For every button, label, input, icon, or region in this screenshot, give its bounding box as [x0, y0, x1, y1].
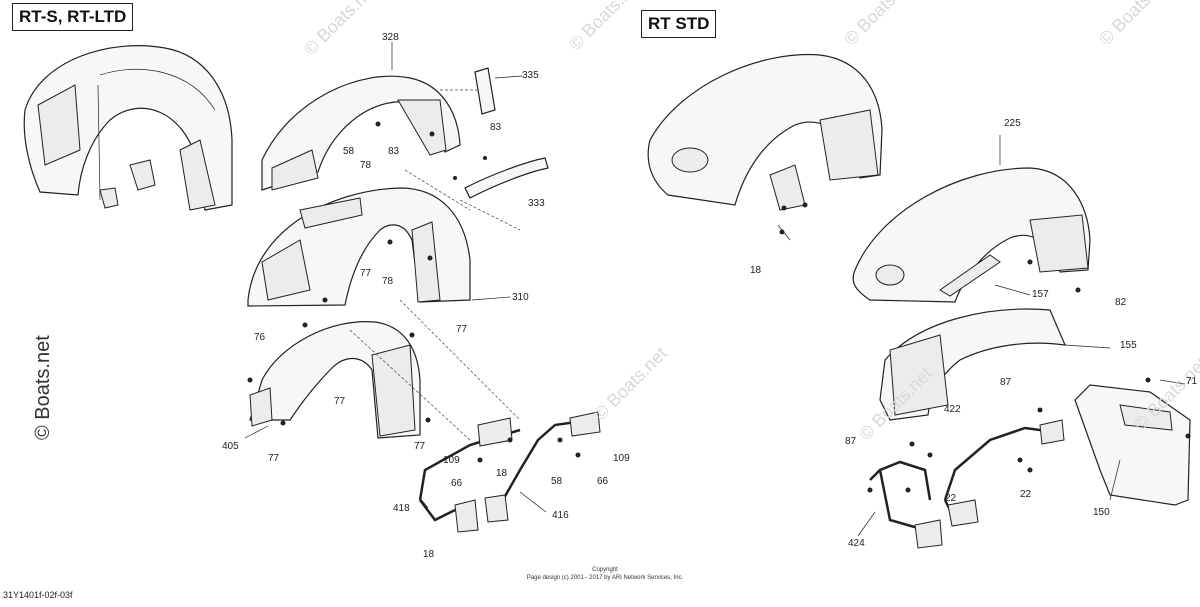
fender-rtstd-drawing	[647, 53, 883, 211]
part-callout[interactable]: 87	[1000, 377, 1012, 388]
part-callout[interactable]: 416	[552, 510, 569, 521]
copyright-line2: Page design (c) 2001 - 2017 by ARI Netwo…	[526, 575, 684, 581]
part-callout[interactable]: 150	[1093, 507, 1110, 518]
part-callout[interactable]: 225	[1004, 118, 1021, 129]
part-callout[interactable]: 405	[222, 441, 239, 452]
part-callout[interactable]: 78	[360, 160, 372, 171]
part-callout[interactable]: 310	[512, 292, 529, 303]
part-callout[interactable]: 155	[1120, 340, 1137, 351]
fender-328-drawing	[261, 75, 461, 191]
part-callout[interactable]: 78	[382, 276, 394, 287]
part-callout[interactable]: 83	[490, 122, 502, 133]
fender-assembly-drawing	[23, 45, 233, 211]
part-callout[interactable]: 58	[343, 146, 355, 157]
part-callout[interactable]: 157	[1032, 289, 1049, 300]
copyright-line1: Copyright	[592, 567, 618, 573]
part-callout[interactable]: 335	[522, 70, 539, 81]
side-watermark: © Boats.net	[32, 335, 54, 440]
part-callout[interactable]: 58	[551, 476, 563, 487]
part-callout[interactable]: 66	[451, 478, 463, 489]
diagram-id: 31Y1401f-02f-03f	[3, 590, 73, 600]
part-callout[interactable]: 87	[845, 436, 857, 447]
part-callout[interactable]: 71	[1186, 376, 1198, 387]
bracket-424-drawing	[869, 460, 943, 549]
bracket-416-drawing	[484, 411, 601, 523]
part-callout[interactable]: 77	[334, 396, 346, 407]
mudflap-150-drawing	[1074, 384, 1191, 506]
hardware-markers	[247, 121, 1191, 493]
part-callout[interactable]: 333	[528, 198, 545, 209]
part-callout[interactable]: 77	[268, 453, 280, 464]
part-callout[interactable]: 109	[613, 453, 630, 464]
liner-405-drawing	[249, 321, 421, 439]
part-335-drawing	[474, 67, 496, 115]
trim-333-drawing	[464, 157, 549, 199]
fender-310-drawing	[247, 187, 471, 307]
part-callout[interactable]: 82	[1115, 297, 1127, 308]
variant-title-left: RT-S, RT-LTD	[12, 3, 134, 31]
part-callout[interactable]: 22	[1020, 489, 1032, 500]
part-callout[interactable]: 328	[382, 32, 399, 43]
part-callout[interactable]: 424	[848, 538, 865, 549]
part-callout[interactable]: 109	[443, 455, 460, 466]
part-callout[interactable]: 66	[597, 476, 609, 487]
part-callout[interactable]: 83	[388, 146, 400, 157]
part-callout[interactable]: 77	[414, 441, 426, 452]
part-callout[interactable]: 22	[945, 493, 957, 504]
part-callout[interactable]: 418	[393, 503, 410, 514]
part-callout[interactable]: 18	[496, 468, 508, 479]
part-callout[interactable]: 77	[360, 268, 372, 279]
liner-155-drawing	[879, 308, 1066, 421]
copyright-notice: Copyright Page design (c) 2001 - 2017 by…	[440, 566, 770, 582]
part-callout[interactable]: 422	[944, 404, 961, 415]
part-callout[interactable]: 18	[423, 549, 435, 560]
part-callout[interactable]: 76	[254, 332, 266, 343]
part-callout[interactable]: 77	[456, 324, 468, 335]
variant-title-right: RT STD	[641, 10, 717, 38]
part-callout[interactable]: 18	[750, 265, 762, 276]
fender-225-drawing	[852, 167, 1091, 303]
bracket-418-drawing	[418, 417, 521, 533]
bracket-422-drawing	[943, 419, 1065, 527]
